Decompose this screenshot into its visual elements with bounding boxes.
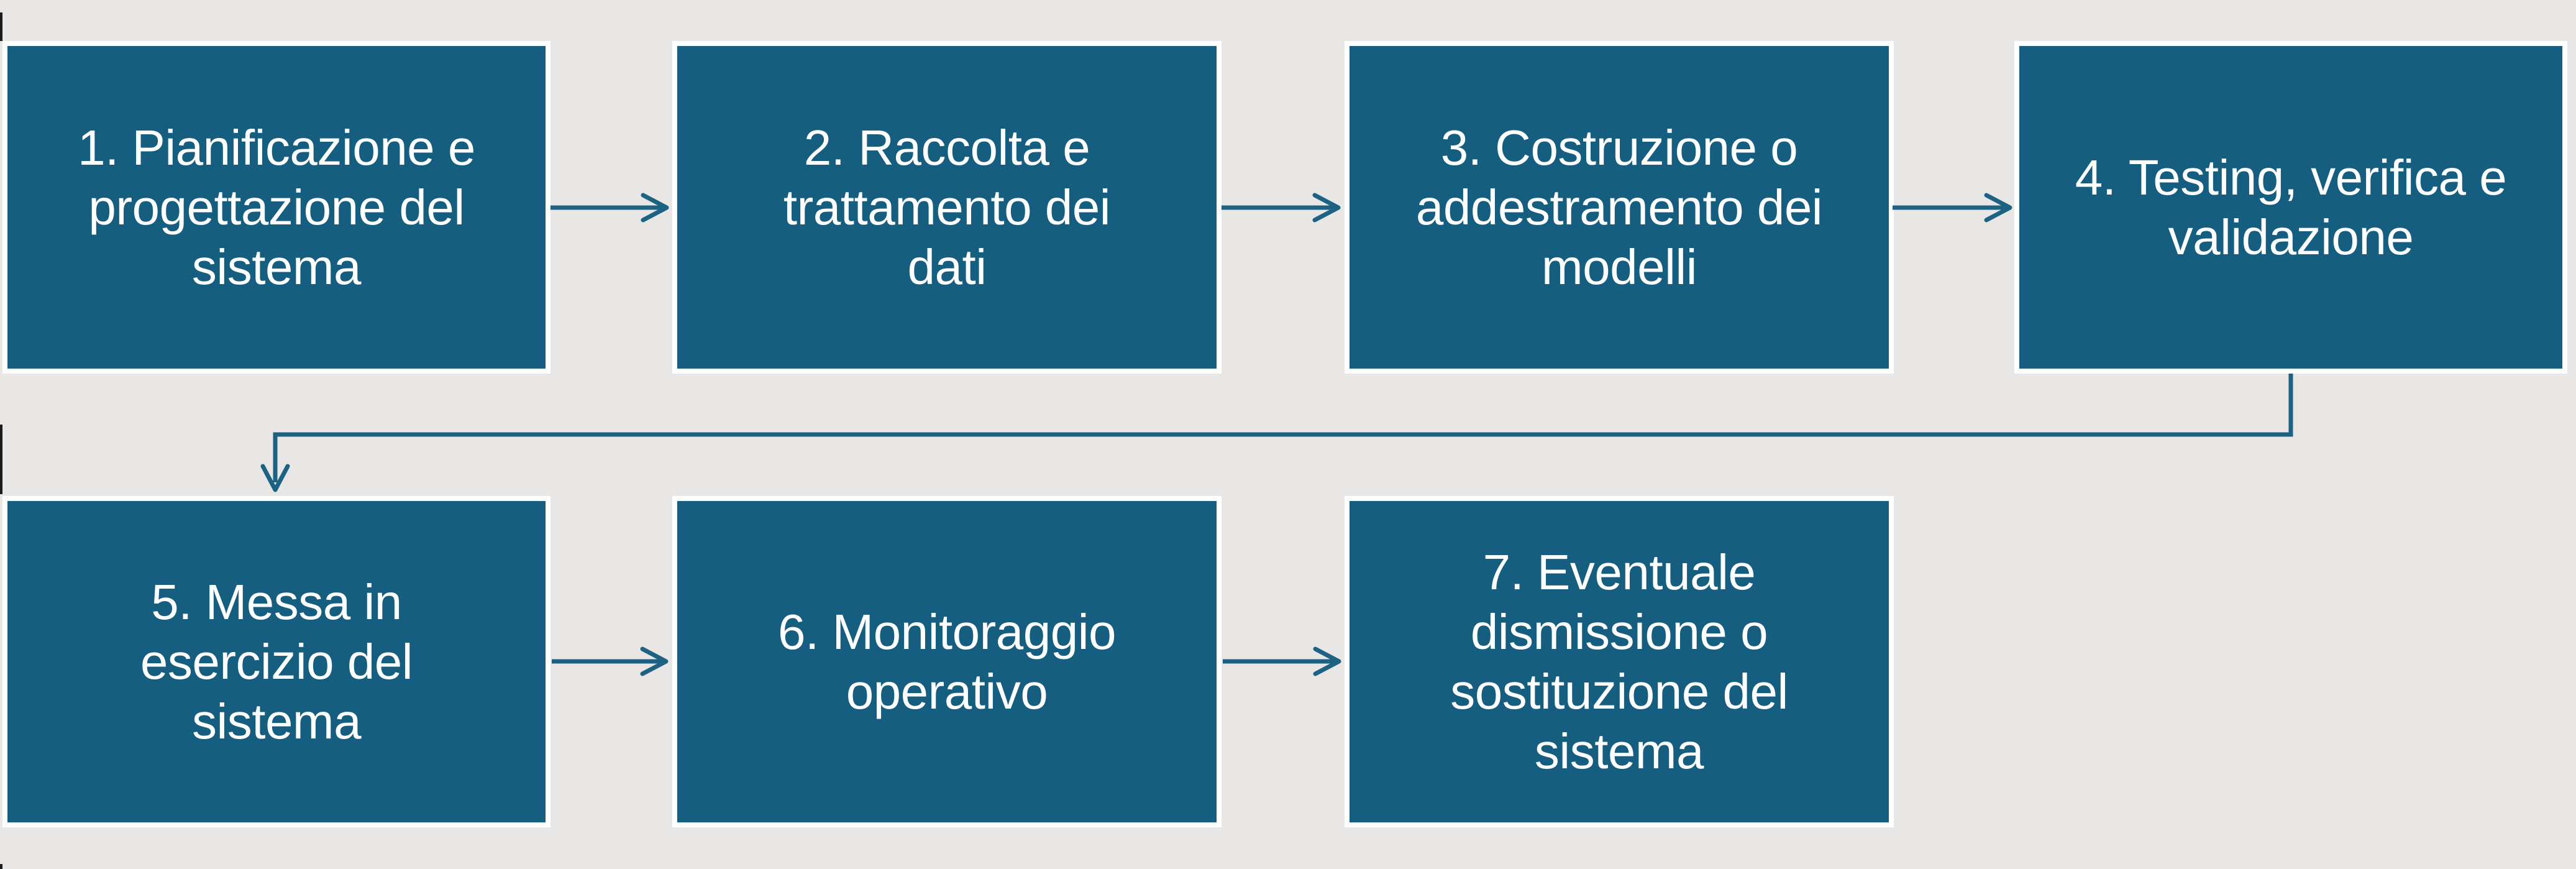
- flow-box-step-6-label: 6. Monitoraggio operativo: [778, 604, 1116, 719]
- arrow-step6-step7-icon: [1223, 646, 1341, 676]
- flow-box-step-2: 2. Raccolta e trattamento dei dati: [672, 41, 1222, 374]
- flow-box-step-4: 4. Testing, verifica e validazione: [2014, 41, 2567, 374]
- arrow-step1-step2-icon: [550, 193, 669, 223]
- flow-box-step-3-label: 3. Costruzione o addestramento dei model…: [1415, 119, 1823, 295]
- arrow-step5-step6-icon: [552, 646, 669, 676]
- flow-box-step-3: 3. Costruzione o addestramento dei model…: [1345, 41, 1894, 374]
- flow-box-step-5: 5. Messa in esercizio del sistema: [2, 496, 550, 827]
- screen-edge-artifact: [0, 425, 2, 494]
- flow-box-step-7-label: 7. Eventuale dismissione o sostituzione …: [1450, 544, 1788, 779]
- screen-edge-artifact: [0, 12, 2, 41]
- flow-box-step-1: 1. Pianificazione e progettazione del si…: [2, 41, 550, 374]
- flow-box-step-2-label: 2. Raccolta e trattamento dei dati: [783, 119, 1111, 295]
- flow-box-step-5-label: 5. Messa in esercizio del sistema: [140, 574, 413, 749]
- flow-box-step-7: 7. Eventuale dismissione o sostituzione …: [1345, 496, 1894, 827]
- arrow-step3-step4-icon: [1893, 193, 2012, 223]
- flow-box-step-6: 6. Monitoraggio operativo: [672, 496, 1222, 827]
- arrow-step4-step5-elbow-icon: [260, 374, 2293, 492]
- flow-box-step-4-label: 4. Testing, verifica e validazione: [2075, 149, 2507, 265]
- arrow-step2-step3-icon: [1222, 193, 1341, 223]
- flow-box-step-1-label: 1. Pianificazione e progettazione del si…: [78, 119, 475, 295]
- screen-edge-artifact: [0, 864, 2, 869]
